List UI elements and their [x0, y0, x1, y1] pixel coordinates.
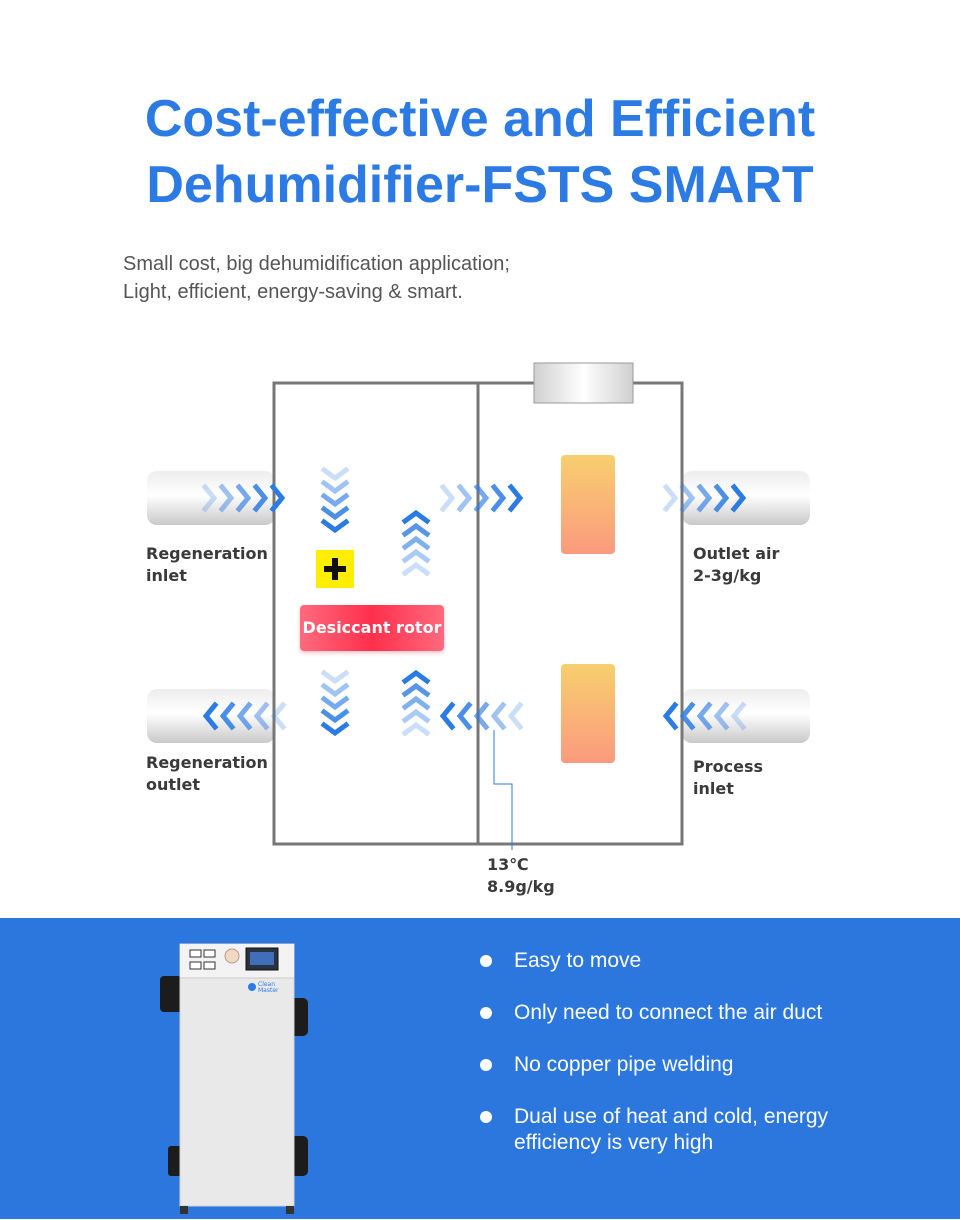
pipe-regeneration-outlet: [147, 689, 275, 743]
label-regeneration-outlet: Regeneration outlet: [146, 753, 268, 794]
feature-item: No copper pipe welding: [480, 1052, 874, 1078]
arrows-regeneration-inlet: [201, 483, 286, 513]
bullet-icon: [480, 955, 492, 967]
desiccant-rotor: Desiccant rotor: [300, 605, 444, 651]
bullet-icon: [480, 1059, 492, 1071]
arrows-regeneration-outlet: [202, 701, 287, 731]
pipe-regeneration-inlet: [147, 471, 275, 525]
feature-band: Clean Master Easy to move Only need to c…: [0, 918, 960, 1219]
arrows-outlet-air: [662, 483, 747, 513]
page-title: Cost-effective and Efficient Dehumidifie…: [0, 86, 960, 218]
arrows-middle-left: [439, 701, 524, 731]
arrows-middle-right: [439, 483, 524, 513]
product-image: Clean Master: [160, 943, 308, 1214]
diagram-graphics: [147, 362, 810, 850]
subtitle: Small cost, big dehumidification applica…: [123, 250, 510, 306]
product-brand-line-2: Master: [258, 987, 279, 994]
title-line-1: Cost-effective and Efficient: [144, 90, 816, 148]
label-condition: 13℃ 8.9g/kg: [487, 855, 555, 896]
label-process-inlet: Process inlet: [693, 757, 763, 798]
condition-callout-line: [493, 730, 513, 850]
subtitle-line-1: Small cost, big dehumidification applica…: [123, 253, 510, 275]
title-line-2: Dehumidifier-FSTS SMART: [146, 156, 814, 214]
top-cap: [533, 362, 634, 404]
feature-item: Dual use of heat and cold, energy effici…: [480, 1104, 874, 1156]
arrows-up-upper: [401, 509, 431, 577]
feature-item: Only need to connect the air duct: [480, 1000, 874, 1026]
feature-item: Easy to move: [480, 948, 874, 974]
arrows-process-inlet: [662, 701, 747, 731]
pipe-process-inlet: [682, 689, 810, 743]
product-brand-line-1: Clean: [258, 981, 275, 988]
plus-icon: [316, 550, 354, 588]
arrows-down-upper: [320, 466, 350, 534]
heater-top: [561, 455, 615, 554]
label-regeneration-inlet: Regeneration inlet: [146, 544, 268, 585]
subtitle-line-2: Light, efficient, energy-saving & smart.: [123, 281, 463, 303]
arrows-down-lower: [320, 669, 350, 737]
bullet-icon: [480, 1007, 492, 1019]
feature-list: Easy to move Only need to connect the ai…: [480, 948, 874, 1156]
heater-bottom: [561, 664, 615, 763]
label-outlet-air: Outlet air 2-3g/kg: [693, 544, 780, 585]
arrows-up-lower: [401, 669, 431, 737]
bullet-icon: [480, 1111, 492, 1123]
airflow-diagram: Desiccant rotor Regeneration inlet Regen…: [0, 340, 960, 920]
